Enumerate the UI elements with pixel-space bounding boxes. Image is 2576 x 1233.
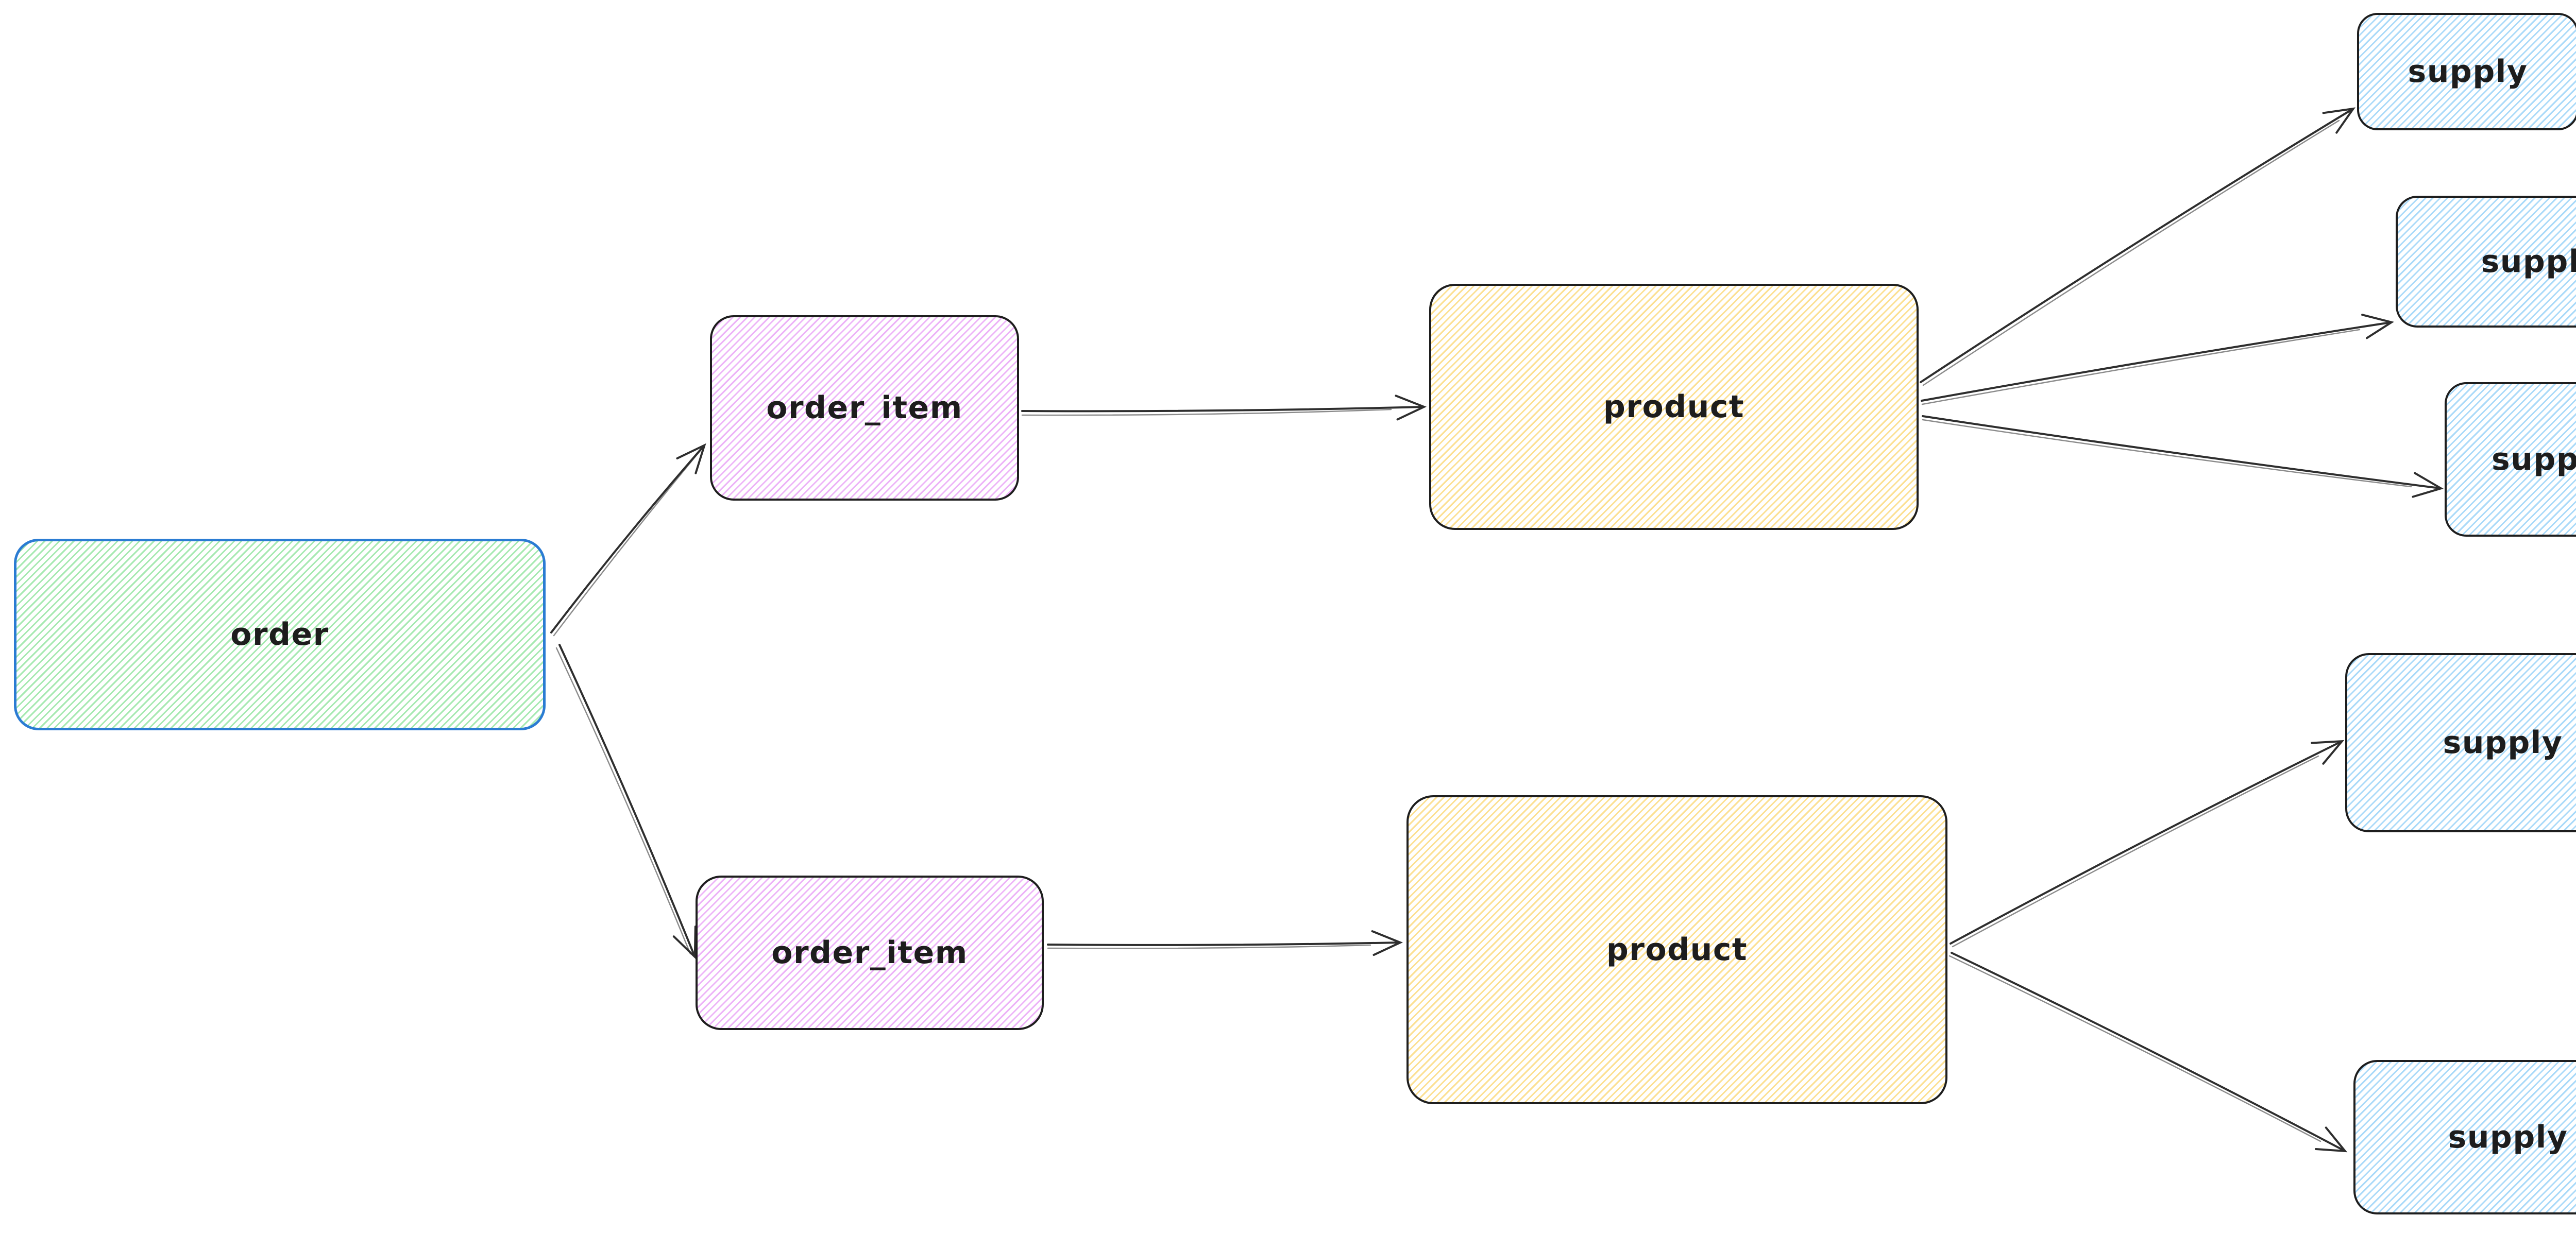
arrow-order-item-1-to-product-1[interactable]: [1021, 395, 1427, 421]
shape-order-label: order: [230, 616, 329, 653]
shape-supply-3[interactable]: supply: [2445, 382, 2576, 537]
arrow-product-2-to-supply-5[interactable]: [1948, 952, 2348, 1153]
shape-order-item-2-label: order_item: [771, 935, 968, 971]
arrow-product-2-to-supply-4[interactable]: [1950, 740, 2345, 948]
shape-supply-1[interactable]: supply: [2357, 13, 2576, 130]
shape-product-1-label: product: [1603, 389, 1745, 425]
shape-supply-4-label: supply: [2443, 725, 2563, 761]
shape-supply-2-label: supply: [2481, 244, 2576, 280]
shape-order[interactable]: order: [14, 539, 546, 730]
shape-product-2-label: product: [1606, 932, 1748, 968]
shape-supply-5-label: supply: [2448, 1119, 2568, 1155]
shape-supply-2[interactable]: supply: [2396, 196, 2576, 328]
arrow-product-1-to-supply-2[interactable]: [1921, 314, 2394, 405]
shape-order-item-1-label: order_item: [766, 390, 963, 426]
arrow-product-1-to-supply-1[interactable]: [1920, 107, 2355, 386]
shape-supply-5[interactable]: supply: [2353, 1060, 2576, 1214]
shape-order-item-1[interactable]: order_item: [710, 315, 1019, 501]
arrow-order-to-order-item-2[interactable]: [555, 644, 697, 960]
shape-product-2[interactable]: product: [1406, 795, 1947, 1104]
arrow-order-to-order-item-1[interactable]: [550, 443, 706, 637]
shape-product-1[interactable]: product: [1429, 284, 1919, 530]
shape-supply-4[interactable]: supply: [2345, 653, 2576, 832]
arrow-order-item-2-to-product-2[interactable]: [1047, 930, 1403, 956]
shape-supply-1-label: supply: [2408, 54, 2528, 90]
shape-order-item-2[interactable]: order_item: [696, 876, 1044, 1030]
shape-supply-3-label: supply: [2491, 441, 2576, 477]
arrow-product-1-to-supply-3[interactable]: [1922, 415, 2444, 498]
